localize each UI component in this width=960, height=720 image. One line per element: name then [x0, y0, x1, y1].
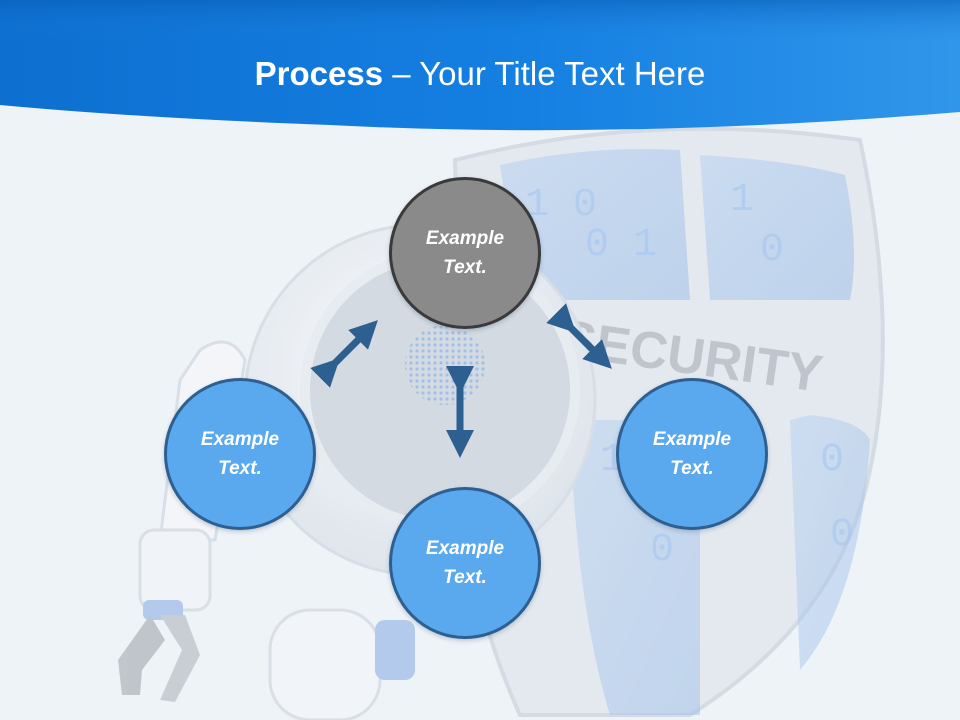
node-bottom-line1: Example: [425, 538, 505, 559]
process-node-top: Example Text.: [389, 177, 541, 329]
arrow-top-right: [546, 303, 612, 369]
svg-text:0: 0: [650, 528, 674, 573]
svg-text:0: 0: [820, 438, 844, 483]
node-top-line1: Example: [425, 228, 505, 249]
title-text: Your Title Text Here: [419, 55, 706, 92]
svg-text:1 0: 1 0: [525, 183, 597, 228]
process-node-left: Example Text.: [164, 378, 316, 530]
header-banner: [0, 0, 960, 131]
svg-text:0: 0: [760, 228, 784, 273]
node-left-line2: Text.: [218, 458, 262, 479]
node-right-line2: Text.: [670, 458, 714, 479]
arrow-top-left: [310, 320, 378, 388]
process-node-bottom: Example Text.: [389, 487, 541, 639]
node-left-line1: Example: [200, 429, 280, 450]
title-separator: –: [383, 55, 420, 92]
svg-text:0: 0: [830, 513, 854, 558]
slide-title: Process – Your Title Text Here: [0, 52, 960, 96]
svg-text:0 1: 0 1: [585, 223, 657, 268]
node-right-line1: Example: [652, 429, 732, 450]
process-node-right: Example Text.: [616, 378, 768, 530]
title-bold: Process: [254, 55, 384, 92]
svg-text:1: 1: [730, 178, 754, 223]
node-top-line2: Text.: [443, 257, 487, 278]
node-bottom-line2: Text.: [443, 567, 487, 588]
